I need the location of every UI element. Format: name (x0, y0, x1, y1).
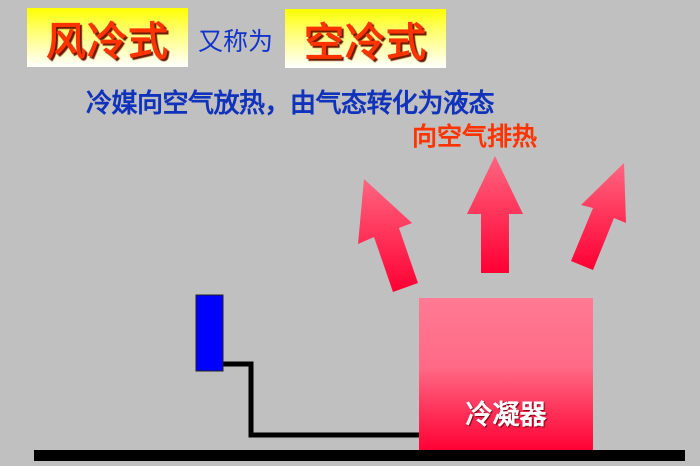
ground-line (34, 450, 685, 461)
heat-arrow-left-icon (358, 179, 418, 292)
heat-arrow-up-icon (467, 156, 523, 273)
title-term-1: 风冷式 (46, 17, 169, 65)
title-box-air-cooled: 风冷式 (27, 8, 188, 67)
condenser-box (419, 298, 593, 451)
refrigerant-pipe (222, 361, 420, 438)
title-box-air-cooled-alt: 空冷式 (285, 9, 446, 68)
indoor-unit (195, 294, 224, 372)
description-line-1: 冷媒向空气放热，由气态转化为液态 (86, 89, 495, 119)
condenser-label: 冷凝器 (465, 400, 547, 431)
title-connector: 又称为 (198, 27, 274, 56)
description-line-2: 向空气排热 (412, 122, 538, 151)
title-term-2: 空冷式 (304, 18, 427, 66)
heat-arrow-right-icon (571, 163, 626, 270)
